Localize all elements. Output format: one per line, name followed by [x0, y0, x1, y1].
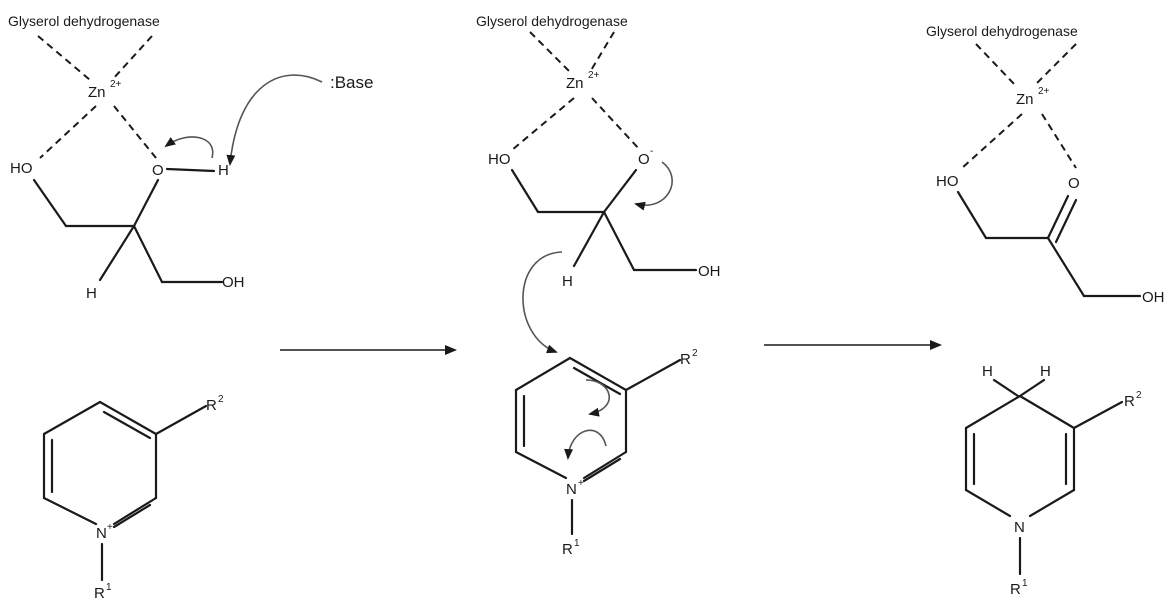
ring-arrow-1: [585, 379, 610, 417]
svg-text:Zn: Zn: [566, 75, 584, 92]
zinc-ion-3: Zn 2+: [1016, 86, 1050, 108]
stage-1-nad-ring: R 2 N + R 1: [42, 394, 224, 602]
svg-text:2: 2: [218, 394, 224, 405]
svg-text:N: N: [96, 525, 107, 542]
r1-group-2: R 1: [562, 538, 580, 558]
svg-text:1: 1: [574, 538, 580, 549]
r1-group-3: R 1: [1010, 578, 1028, 598]
hydrogen-label-1a: H: [218, 162, 229, 179]
r2-group-3: R 2: [1124, 390, 1142, 410]
svg-text:+: +: [107, 522, 113, 533]
svg-text:2+: 2+: [588, 70, 600, 81]
stage-1-substrate-complex: Glyserol dehydrogenase Zn 2+ HO O H H OH…: [8, 13, 373, 302]
svg-text:2: 2: [1136, 390, 1142, 401]
r2-group-2: R 2: [680, 348, 698, 368]
hydroxyl-label-1a: HO: [10, 160, 33, 177]
svg-text:Zn: Zn: [1016, 91, 1034, 108]
base-attack-arrow: [226, 74, 323, 166]
hydrogen-label-2: H: [562, 273, 573, 290]
stage-2-nad-ring: R 2 N + R 1: [514, 348, 698, 558]
hydroxyl-label-1b: OH: [222, 274, 245, 291]
alkoxide-arrow: [634, 161, 673, 211]
enzyme-label-3: Glyserol dehydrogenase: [926, 23, 1078, 39]
svg-text:R: R: [562, 541, 573, 558]
hydrogen-label-1b: H: [86, 285, 97, 302]
ring-hydrogen-a: H: [982, 363, 993, 380]
svg-text:2: 2: [692, 348, 698, 359]
svg-text:R: R: [94, 585, 105, 602]
oxygen-label-1: O: [152, 162, 164, 179]
svg-text:R: R: [1010, 581, 1021, 598]
svg-text:R: R: [1124, 393, 1135, 410]
zinc-ion-2: Zn 2+: [566, 70, 600, 92]
carbonyl-oxygen: O: [1068, 175, 1080, 192]
stage-2-alkoxide-complex: Glyserol dehydrogenase Zn 2+ HO O - H OH: [476, 13, 721, 354]
svg-text:N: N: [566, 481, 577, 498]
svg-text:O: O: [638, 151, 650, 168]
svg-text:-: -: [650, 146, 653, 157]
alkoxide-oxygen: O -: [638, 146, 653, 168]
svg-text:1: 1: [1022, 578, 1028, 589]
nitrogen-3: N: [1014, 519, 1025, 536]
svg-text:R: R: [680, 351, 691, 368]
hydroxyl-label-3a: HO: [936, 173, 959, 190]
hydroxyl-label-2a: HO: [488, 151, 511, 168]
stage-3-nadh-ring: H H R 2 N R 1: [964, 363, 1142, 598]
svg-text:+: +: [578, 478, 584, 489]
enzyme-label-1: Glyserol dehydrogenase: [8, 13, 160, 29]
nitrogen-2: N +: [566, 478, 584, 498]
enzyme-label-2: Glyserol dehydrogenase: [476, 13, 628, 29]
base-label: :Base: [330, 73, 373, 92]
zinc-ion-1: Zn 2+: [88, 79, 122, 101]
svg-text:2+: 2+: [1038, 86, 1050, 97]
r1-group-1: R 1: [94, 582, 112, 602]
stage-3-product-complex: Glyserol dehydrogenase Zn 2+ HO O OH: [926, 23, 1165, 306]
ring-arrow-2: [564, 429, 607, 460]
svg-text:Zn: Zn: [88, 84, 106, 101]
svg-text:1: 1: [106, 582, 112, 593]
hydroxyl-label-2b: OH: [698, 263, 721, 280]
oh-bond-arrow: [164, 136, 214, 159]
hydride-transfer-arrow: [522, 251, 563, 354]
nitrogen-1: N +: [96, 522, 113, 542]
hydroxyl-label-3b: OH: [1142, 289, 1165, 306]
r2-group-1: R 2: [206, 394, 224, 414]
svg-text:2+: 2+: [110, 79, 122, 90]
ring-hydrogen-b: H: [1040, 363, 1051, 380]
svg-text:R: R: [206, 397, 217, 414]
